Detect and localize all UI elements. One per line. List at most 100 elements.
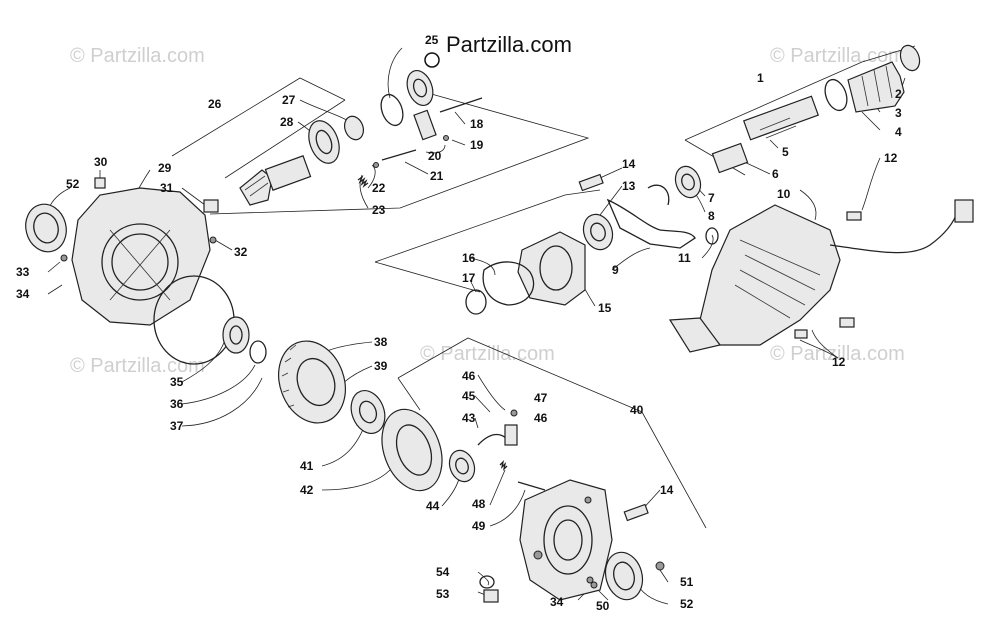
vent-fitting-30 (94, 177, 106, 189)
collar-27 (343, 115, 365, 141)
callout-10: 10 (777, 187, 791, 201)
callout-48: 48 (472, 497, 486, 511)
bracket-26-b (224, 99, 346, 179)
callout-38: 38 (374, 335, 388, 349)
callout-14-top: 14 (622, 157, 636, 171)
callout-28: 28 (280, 115, 294, 129)
callout-21: 21 (430, 169, 444, 183)
watermark-mid-right: © Partzilla.com (770, 343, 905, 365)
callout-54: 54 (436, 565, 450, 579)
watermarks: © Partzilla.com © Partzilla.com © Partzi… (70, 45, 905, 377)
washer-50 (590, 581, 598, 589)
bracket-1-top (684, 45, 916, 141)
callout-11: 11 (678, 251, 691, 265)
o-ring-11 (705, 227, 719, 245)
bracket-40-a (397, 337, 707, 529)
bracket-15-b (374, 261, 481, 293)
bracket-26-c (209, 87, 590, 215)
callout-13: 13 (622, 179, 636, 193)
callout-47: 47 (534, 391, 548, 405)
callout-39: 39 (374, 359, 388, 373)
drain-plug-53 (483, 589, 499, 603)
bearing-housing-15 (517, 231, 586, 306)
o-ring-54 (479, 575, 495, 589)
bearing-36 (222, 316, 250, 354)
bolt-14-upper (578, 173, 604, 192)
callout-51: 51 (680, 575, 694, 589)
bolt-33 (60, 254, 68, 262)
watermark-top-left: © Partzilla.com (70, 45, 205, 67)
callout-41: 41 (300, 459, 314, 473)
callout-6: 6 (772, 167, 779, 181)
callout-5: 5 (782, 145, 789, 159)
copyright-icon (424, 52, 440, 68)
callout-34-bottom: 34 (550, 595, 564, 609)
seal-7 (674, 165, 702, 199)
wire-harness (829, 209, 959, 254)
shaft-6 (711, 142, 749, 174)
callout-44: 44 (426, 499, 440, 513)
gear-case-housing (60, 177, 217, 326)
snap-ring-17 (465, 289, 487, 315)
pinion-assembly (203, 69, 483, 213)
clamp-4 (824, 78, 848, 112)
output-cover (519, 479, 613, 601)
callout-32: 32 (234, 245, 248, 259)
bracket-9 (606, 198, 696, 249)
callout-40: 40 (630, 403, 644, 417)
bracket-26-a (171, 77, 346, 157)
pin-19 (443, 135, 449, 141)
callout-16: 16 (462, 251, 476, 265)
clamp-2 (899, 44, 921, 72)
spring-23 (357, 175, 369, 188)
fork-assembly-45 (477, 409, 518, 471)
transmission-case-10 (668, 199, 974, 353)
bracket-40-b (397, 377, 421, 411)
seal-52-left (25, 203, 67, 253)
callout-30: 30 (94, 155, 108, 169)
callout-12-bottom: 12 (832, 355, 846, 369)
callout-46-right: 46 (534, 411, 548, 425)
callout-37: 37 (170, 419, 184, 433)
shaft-5 (742, 95, 820, 141)
callout-18: 18 (470, 117, 484, 131)
callout-49: 49 (472, 519, 486, 533)
callouts: 1 2 3 4 5 6 7 8 9 10 11 12 12 13 14 14 1… (16, 33, 902, 613)
seal-52-right (604, 551, 644, 601)
watermark-mid-center: © Partzilla.com (420, 343, 555, 365)
bolt-32 (209, 236, 217, 244)
pinion-gear (239, 155, 312, 206)
snap-ring-upper (380, 93, 404, 127)
callout-22: 22 (372, 181, 386, 195)
callout-25: 25 (425, 33, 439, 47)
callout-29: 29 (158, 161, 172, 175)
callout-9: 9 (612, 263, 619, 277)
callout-17: 17 (462, 271, 476, 285)
callout-23: 23 (372, 203, 386, 217)
bearing-28 (308, 120, 340, 164)
input-shaft-assembly (711, 44, 921, 174)
watermark-mid-left: © Partzilla.com (70, 355, 205, 377)
callout-31: 31 (160, 181, 174, 195)
shift-rod-18 (413, 97, 483, 141)
brand-text: Partzilla.com (446, 32, 572, 57)
callout-3: 3 (895, 106, 902, 120)
callout-7: 7 (708, 191, 715, 205)
callout-53: 53 (436, 587, 450, 601)
bushing-31 (203, 199, 219, 213)
callout-1: 1 (757, 71, 764, 85)
callout-12-top: 12 (884, 151, 898, 165)
rod-21 (381, 149, 417, 161)
boot-3 (847, 61, 905, 113)
plug-51 (655, 561, 665, 571)
callout-26: 26 (208, 97, 222, 111)
callout-20: 20 (428, 149, 442, 163)
callout-15: 15 (598, 301, 612, 315)
callout-27: 27 (282, 93, 296, 107)
callout-52-right: 52 (680, 597, 694, 611)
connector (954, 199, 974, 223)
bolt-14-lower (623, 503, 649, 522)
callout-35: 35 (170, 375, 184, 389)
bolt-12-lower-left (794, 329, 808, 339)
